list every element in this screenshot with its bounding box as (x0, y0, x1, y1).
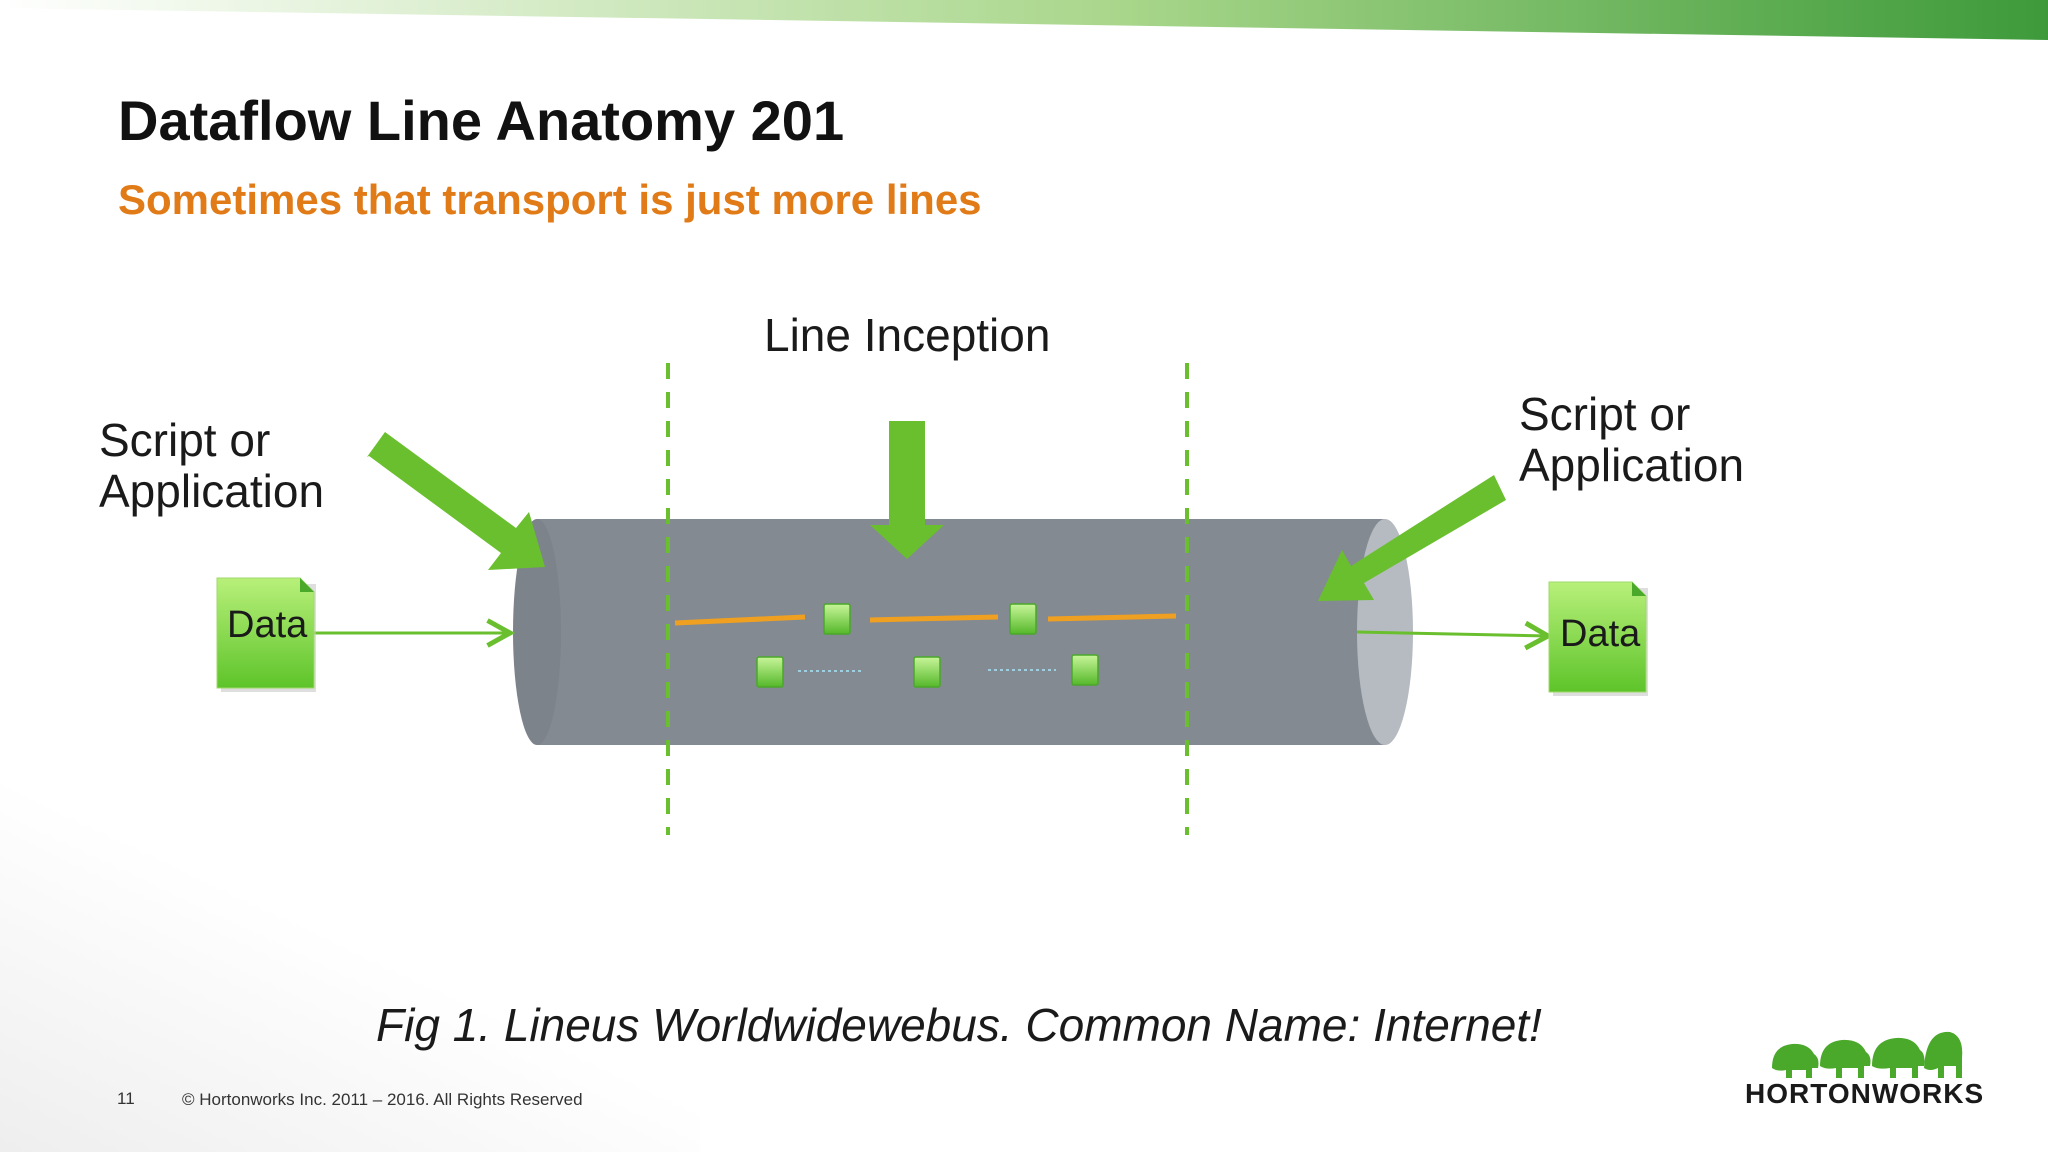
page-number: 11 (117, 1089, 135, 1108)
left-source-line2: Application (99, 465, 325, 517)
right-source-label: Script or Application (1519, 389, 1744, 491)
data-out-arrow (1356, 632, 1548, 636)
data-packet (1071, 654, 1099, 686)
left-data-label: Data (227, 604, 308, 646)
data-packet (756, 656, 784, 688)
data-document-left (216, 577, 316, 692)
arrow-line-inception (870, 421, 944, 559)
figure-caption: Fig 1. Lineus Worldwidewebus. Common Nam… (376, 999, 1542, 1051)
data-packets (756, 603, 1099, 688)
page-subtitle: Sometimes that transport is just more li… (118, 176, 982, 223)
copyright-text: © Hortonworks Inc. 2011 – 2016. All Righ… (182, 1090, 583, 1109)
line-inception-label: Line Inception (764, 309, 1051, 361)
arrow-left-source (367, 432, 545, 570)
page-title: Dataflow Line Anatomy 201 (118, 89, 845, 152)
inner-line-lower (798, 669, 1056, 672)
arrow-right-source (1318, 475, 1506, 601)
left-source-line1: Script or (99, 414, 271, 466)
data-packet (913, 656, 941, 688)
right-source-line2: Application (1519, 439, 1745, 491)
right-source-line1: Script or (1519, 388, 1691, 440)
elephant-logo-icon (1772, 1031, 1963, 1078)
data-packet (1009, 603, 1037, 635)
data-packet (823, 603, 851, 635)
data-document-right (1548, 581, 1648, 696)
left-source-label: Script or Application (99, 415, 324, 517)
pipe (513, 519, 1413, 745)
top-accent-bar (0, 0, 2048, 40)
brand-logo-text: HORTONWORKS (1745, 1078, 1985, 1109)
right-data-label: Data (1560, 613, 1641, 655)
inner-line (674, 613, 1177, 626)
